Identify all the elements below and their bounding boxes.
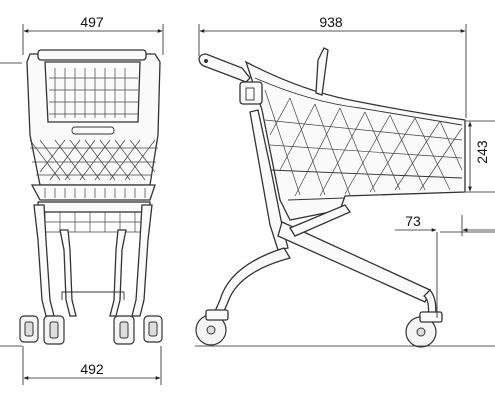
basket-height-label: 243 [474, 140, 490, 164]
front-basket [26, 49, 161, 233]
basket-height-dimension: 243 [466, 120, 495, 193]
top-width-dimension: 497 [22, 14, 164, 55]
front-legs [33, 204, 153, 317]
side-basket [239, 47, 466, 221]
length-label: 938 [319, 14, 343, 30]
side-wheels [195, 309, 443, 348]
top-width-label: 497 [80, 14, 104, 30]
length-dimension: 938 [198, 14, 467, 118]
front-view: 497 [0, 14, 164, 385]
offset-label: 73 [405, 213, 421, 229]
offset-dimension: 73 [395, 213, 495, 318]
front-wheels [19, 315, 163, 345]
side-view: 938 [195, 14, 495, 348]
bottom-width-label: 492 [80, 361, 104, 377]
bottom-width-dimension: 492 [22, 346, 162, 385]
